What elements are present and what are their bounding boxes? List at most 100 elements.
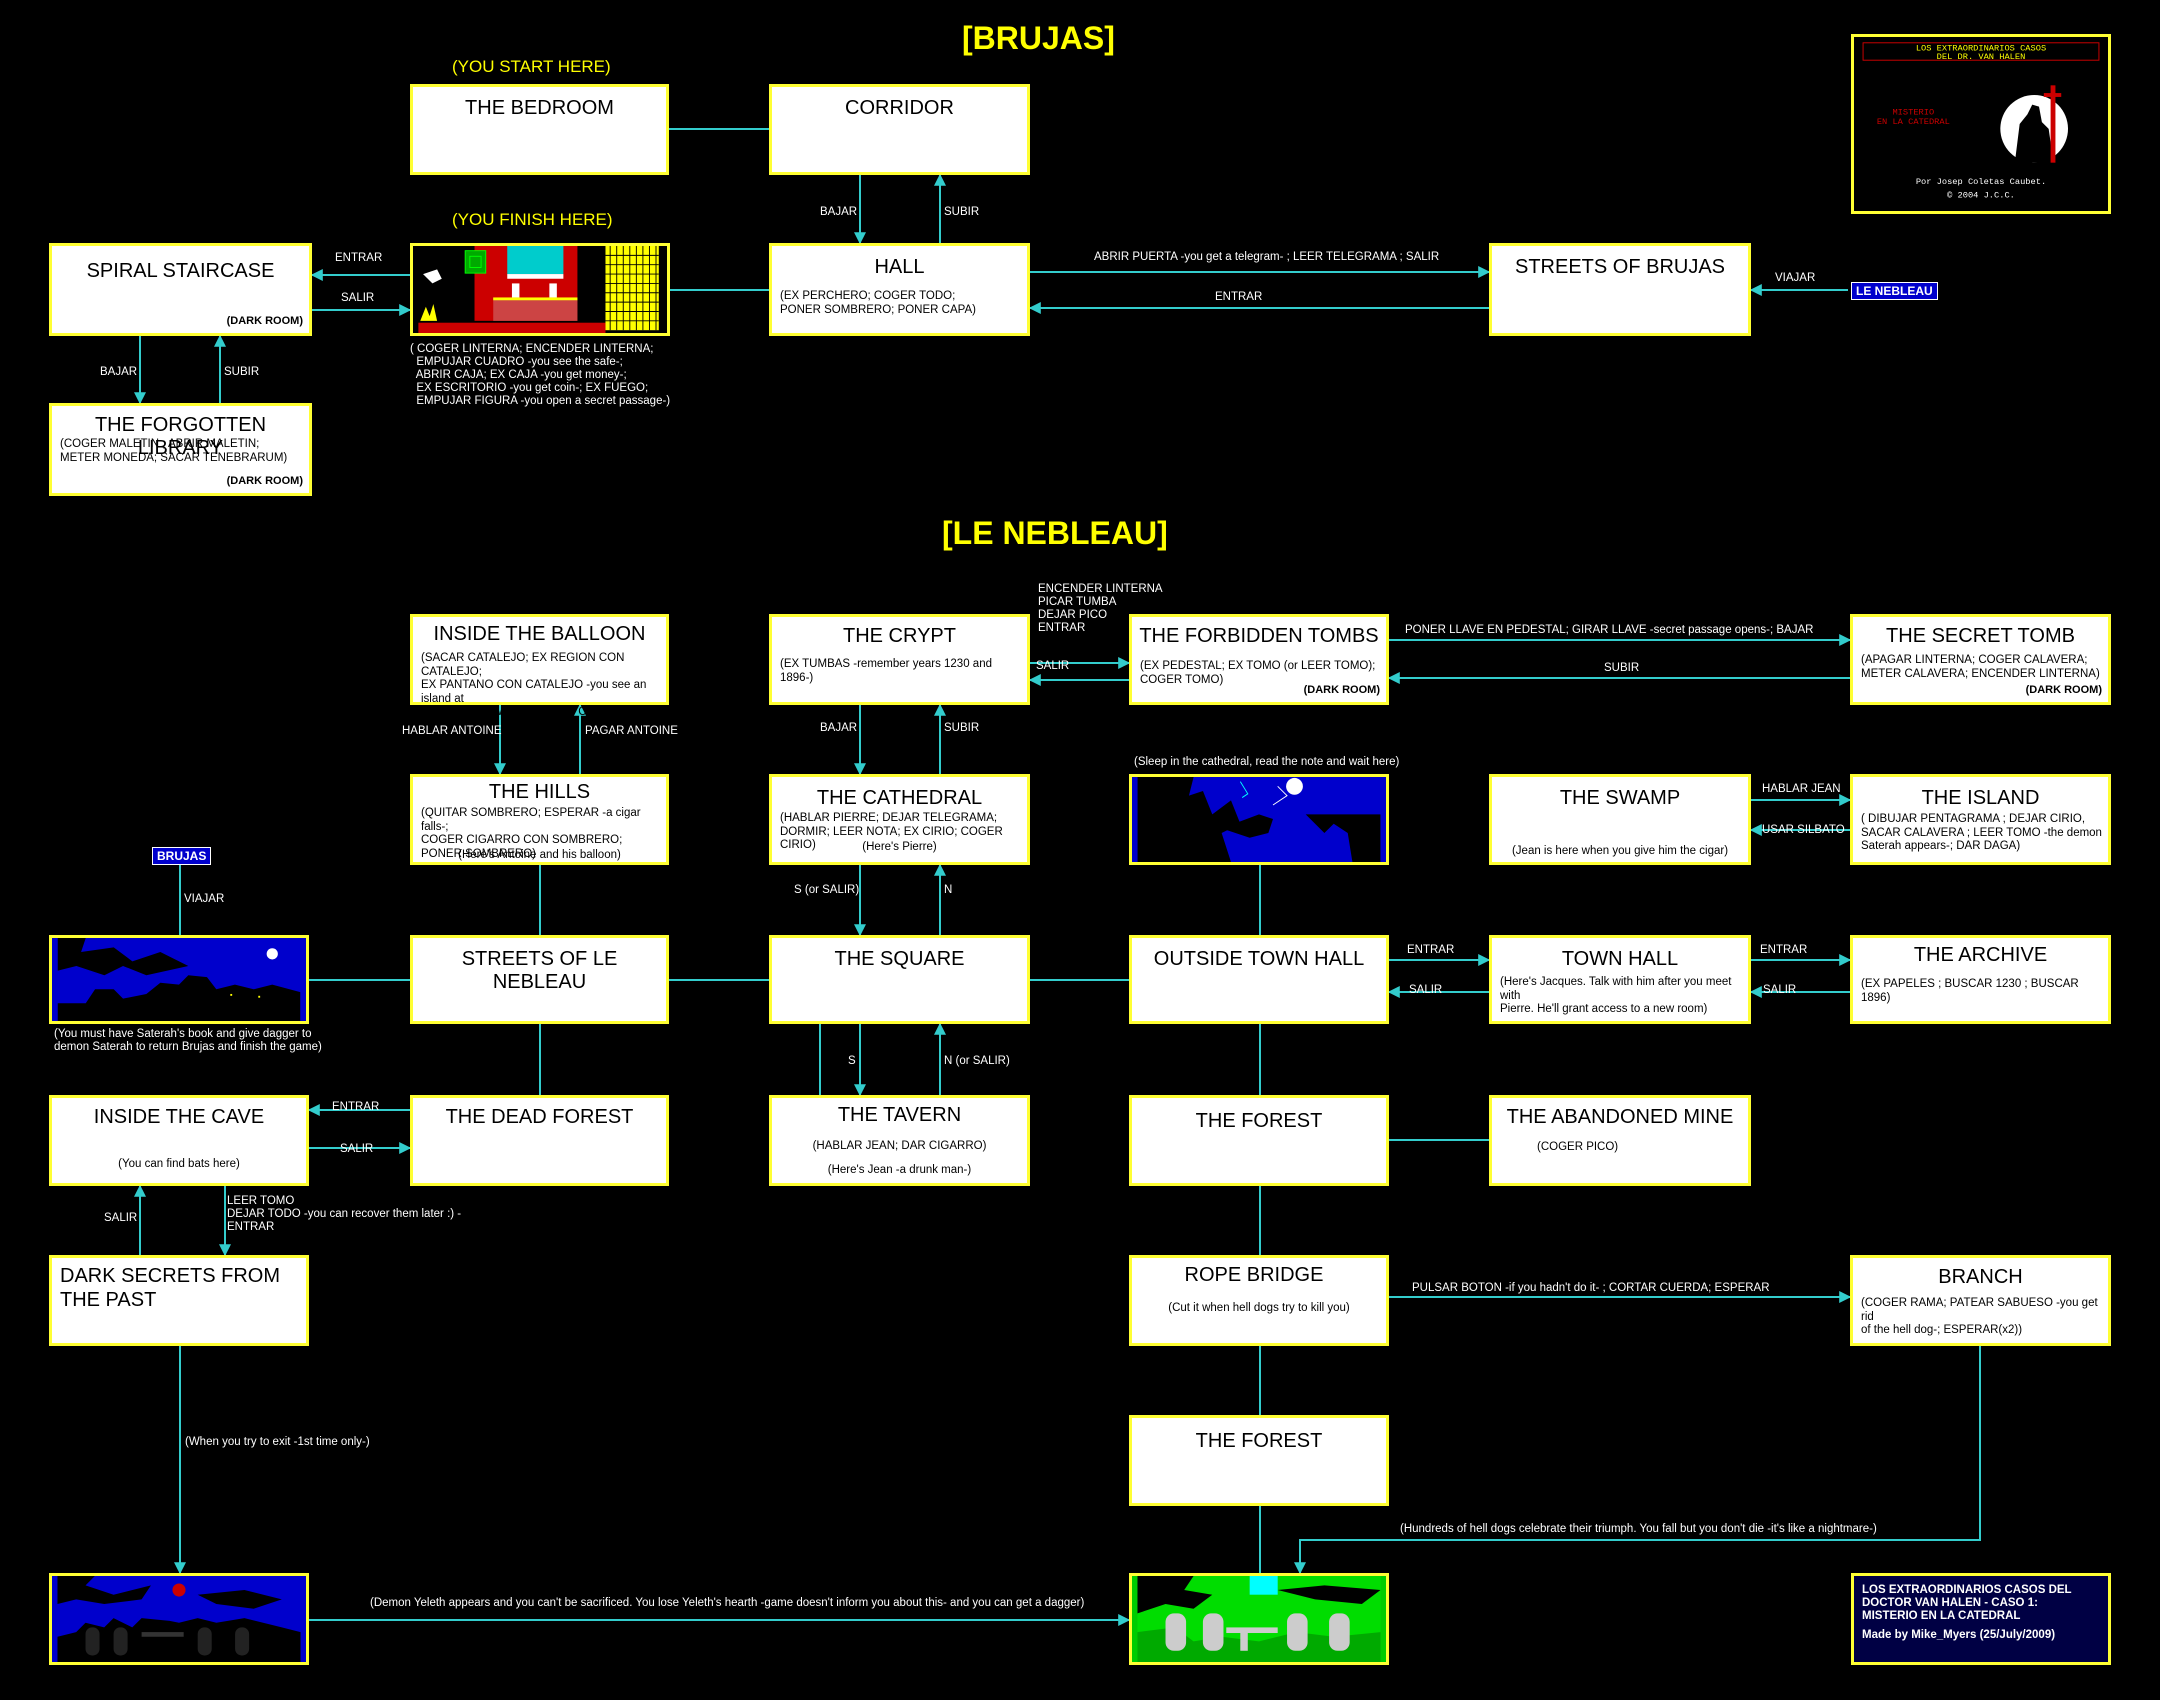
credits-title: LOS EXTRAORDINARIOS CASOS DEL DOCTOR VAN… [1862,1584,2072,1622]
room-actions: (EX PEDESTAL; EX TOMO (or LEER TOMO); CO… [1140,660,1376,686]
travel-tag-le-nebleau[interactable]: LE NEBLEAU [1851,282,1938,300]
room-title: THE ARCHIVE [1913,944,2048,966]
room-dark-secrets-from-the-past[interactable]: DARK SECRETS FROM THE PAST [49,1255,309,1346]
room-actions: (SACAR CATALEJO; EX REGION CON CATALEJO;… [421,652,647,718]
game-logo: LOS EXTRAORDINARIOS CASOS DEL DR. VAN HA… [1851,34,2111,214]
room-actions: (EX PAPELES ; BUSCAR 1230 ; BUSCAR 1896) [1861,978,2079,1004]
credits-box: LOS EXTRAORDINARIOS CASOS DEL DOCTOR VAN… [1851,1573,2111,1665]
dark-room-badge: (DARK ROOM) [226,475,303,487]
exit-note: (When you try to exit -1st time only-) [185,1436,370,1448]
room-title: DARK SECRETS FROM THE PAST [60,1265,281,1311]
start-label: (YOU START HERE) [452,57,611,76]
room-bedroom[interactable]: THE BEDROOM [410,84,669,175]
room-spiral-staircase[interactable]: SPIRAL STAIRCASE (DARK ROOM) [49,243,312,336]
room-rope-bridge[interactable]: ROPE BRIDGE (Cut it when hell dogs try t… [1129,1255,1389,1346]
logo-line5: Por Josep Coletas Caubet. [1916,177,2046,187]
room-title: THE CRYPT [843,625,956,647]
action-label: BAJAR [820,206,858,218]
room-actions: (EX PERCHERO; COGER TODO; PONER SOMBRERO… [780,290,976,316]
action-label: PONER LLAVE EN PEDESTAL; GIRAR LLAVE -se… [1405,624,1814,636]
room-the-cathedral[interactable]: THE CATHEDRAL (HABLAR PIERRE; DEJAR TELE… [769,774,1030,865]
room-the-hills[interactable]: THE HILLS (QUITAR SOMBRERO; ESPERAR -a c… [410,774,669,865]
logo-line2: DEL DR. VAN HALEN [1937,52,2026,62]
room-inside-the-cave[interactable]: INSIDE THE CAVE (You can find bats here) [49,1095,309,1186]
action-label: N (or SALIR) [944,1055,1010,1067]
action-label: SALIR [1763,984,1797,996]
room-town-hall[interactable]: TOWN HALL (Here's Jacques. Talk with him… [1489,935,1751,1024]
dark-room-badge: (DARK ROOM) [226,315,303,327]
action-label: SALIR [1409,984,1443,996]
action-label: ENTRAR [335,252,383,264]
room-actions: (COGER RAMA; PATEAR SABUESO -you get rid… [1861,1297,2098,1336]
room-title: TOWN HALL [1561,948,1679,970]
stone-circle-scene-image [1129,1573,1389,1665]
saterah-note: (You must have Saterah's book and give d… [54,1028,322,1053]
room-outside-town-hall[interactable]: OUTSIDE TOWN HALL [1129,935,1389,1024]
room-the-dead-forest[interactable]: THE DEAD FOREST [410,1095,669,1186]
room-note: (Cut it when hell dogs try to kill you) [1168,1302,1350,1314]
room-title: THE FORBIDDEN TOMBS [1139,625,1379,647]
action-label: SALIR [340,1143,374,1155]
room-title: THE SECRET TOMB [1886,625,2075,647]
bedroom-scene-image [410,243,670,336]
room-title: THE FOREST [1195,1110,1323,1132]
action-label: S [848,1055,856,1067]
room-actions: (EX TUMBAS -remember years 1230 and 1896… [780,658,992,684]
action-label: BAJAR [820,722,858,734]
room-corridor[interactable]: CORRIDOR [769,84,1030,175]
demon-yeleth-scene-image [49,1573,309,1665]
room-the-tavern[interactable]: THE TAVERN (HABLAR JEAN; DAR CIGARRO) (H… [769,1095,1030,1186]
room-hall[interactable]: HALL (EX PERCHERO; COGER TODO; PONER SOM… [769,243,1030,336]
room-title: THE ABANDONED MINE [1506,1106,1734,1128]
action-label: HABLAR JEAN [1762,783,1841,795]
room-actions: (APAGAR LINTERNA; COGER CALAVERA; METER … [1861,654,2100,680]
room-title: HALL [874,256,925,278]
action-label: SALIR [341,292,375,304]
room-actions: (HABLAR JEAN; DAR CIGARRO) [812,1140,987,1152]
room-branch[interactable]: BRANCH (COGER RAMA; PATEAR SABUESO -you … [1850,1255,2111,1346]
room-streets-of-brujas[interactable]: STREETS OF BRUJAS [1489,243,1751,336]
night-sky-image [1129,774,1389,865]
action-label: HABLAR ANTOINE [402,725,502,737]
room-forgotten-library[interactable]: THE FORGOTTEN LIBRARY (COGER MALETIN ; A… [49,403,312,496]
room-title: INSIDE THE CAVE [93,1106,265,1128]
room-the-archive[interactable]: THE ARCHIVE (EX PAPELES ; BUSCAR 1230 ; … [1850,935,2111,1024]
action-label: ENCENDER LINTERNA PICAR TUMBA DEJAR PICO… [1038,583,1163,634]
room-the-square[interactable]: THE SQUARE [769,935,1030,1024]
room-the-forbidden-tombs[interactable]: THE FORBIDDEN TOMBS (EX PEDESTAL; EX TOM… [1129,614,1389,705]
room-inside-the-balloon[interactable]: INSIDE THE BALLOON (SACAR CATALEJO; EX R… [410,614,669,718]
action-label: ENTRAR [1407,944,1455,956]
action-label: VIAJAR [184,893,225,905]
room-title: STREETS OF BRUJAS [1514,256,1726,278]
room-actions: (HABLAR PIERRE; DEJAR TELEGRAMA; DORMIR;… [780,812,1003,851]
finish-label: (YOU FINISH HERE) [452,210,613,229]
room-title: THE SWAMP [1559,787,1681,809]
logo-line4: EN LA CATEDRAL [1877,117,1950,127]
room-note: (Here's Pierre) [862,841,937,853]
yeleth-note: (Demon Yeleth appears and you can't be s… [370,1597,1085,1609]
room-title: THE HILLS [488,781,591,803]
action-label: PAGAR ANTOINE [585,725,678,737]
hell-dogs-note: (Hundreds of hell dogs celebrate their t… [1400,1523,1877,1535]
room-streets-of-le-nebleau[interactable]: STREETS OF LE NEBLEAU [410,935,669,1024]
action-label: ENTRAR [332,1101,380,1113]
room-the-secret-tomb[interactable]: THE SECRET TOMB (APAGAR LINTERNA; COGER … [1850,614,2111,705]
room-title: SPIRAL STAIRCASE [86,260,275,282]
room-the-island[interactable]: THE ISLAND ( DIBUJAR PENTAGRAMA ; DEJAR … [1850,774,2111,865]
heading-le-nebleau: [LE NEBLEAU] [942,515,1168,551]
room-the-swamp[interactable]: THE SWAMP (Jean is here when you give hi… [1489,774,1751,865]
logo-line6: © 2004 J.C.C. [1947,190,2015,200]
room-title: THE FORGOTTEN LIBRARY [94,414,267,459]
room-the-crypt[interactable]: THE CRYPT (EX TUMBAS -remember years 123… [769,614,1030,705]
travel-tag-brujas[interactable]: BRUJAS [152,847,212,865]
room-the-forest-upper[interactable]: THE FOREST [1129,1095,1389,1186]
room-title: ROPE BRIDGE [1184,1264,1324,1286]
action-label: SUBIR [944,722,980,734]
action-label: SALIR [1036,660,1070,672]
room-the-forest-lower[interactable]: THE FOREST [1129,1415,1389,1506]
room-actions: (COGER MALETIN ; ABRIR MALETIN; METER MO… [60,438,288,464]
room-the-abandoned-mine[interactable]: THE ABANDONED MINE (COGER PICO) [1489,1095,1751,1186]
logo-line1: LOS EXTRAORDINARIOS CASOS [1916,44,2046,54]
action-label: PULSAR BOTON -if you hadn't do it- ; COR… [1412,1282,1770,1294]
heading-brujas: [BRUJAS] [962,20,1115,56]
